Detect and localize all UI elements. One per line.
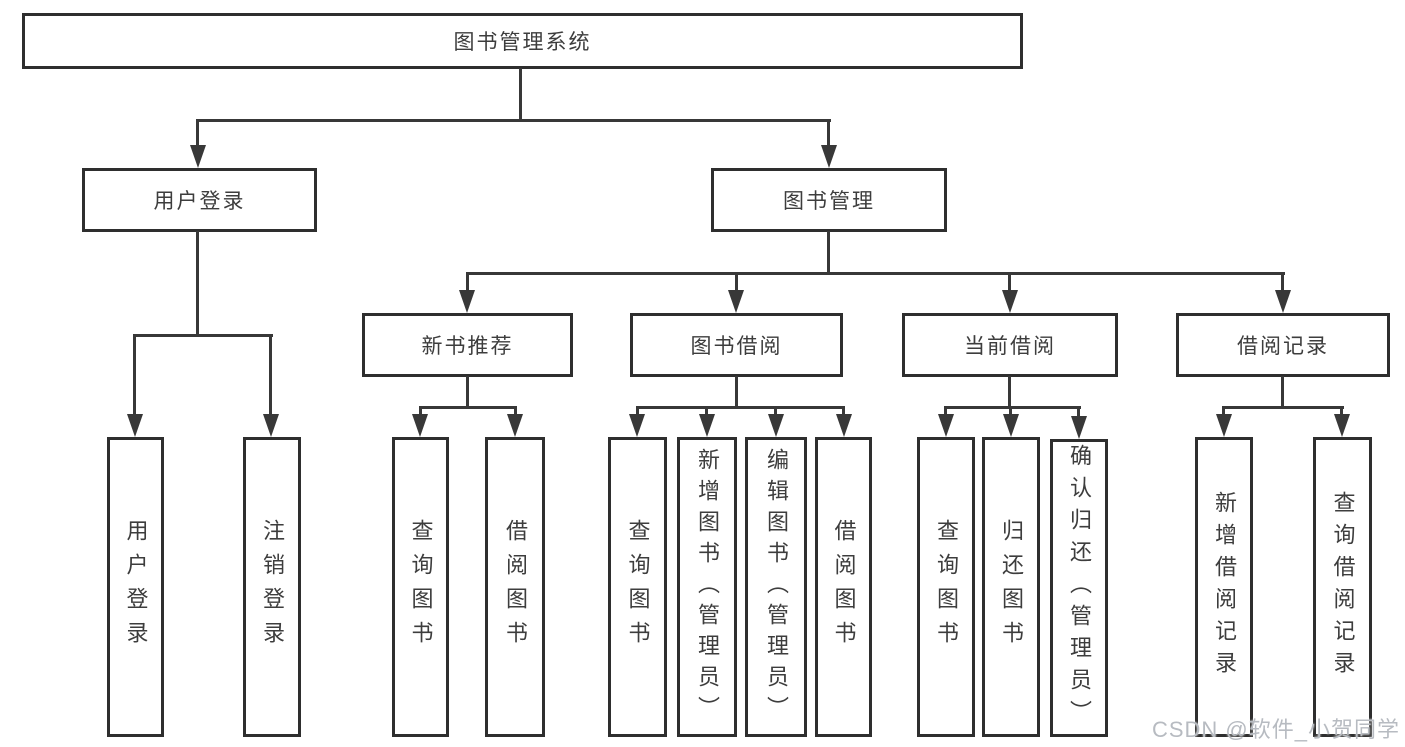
arrow-down-icon: [1275, 290, 1291, 313]
leaf-add-borrow-record: 新增借阅记录: [1195, 437, 1253, 737]
connector-line: [1008, 272, 1011, 294]
leaf-confirm-return-admin: 确认归还（管理员）: [1050, 439, 1108, 737]
arrow-down-icon: [1334, 414, 1350, 437]
leaf-borrow-books: 借阅图书: [815, 437, 872, 737]
connector-line: [269, 334, 272, 416]
arrow-down-icon: [263, 414, 279, 437]
arrow-down-icon: [1071, 416, 1087, 439]
node-borrowing-records: 借阅记录: [1176, 313, 1390, 377]
node-label: 借阅记录: [1237, 335, 1329, 358]
leaf-label: 查询图书: [934, 519, 959, 655]
connector-line: [419, 406, 422, 416]
arrow-down-icon: [699, 414, 715, 437]
leaf-label: 查询图书: [625, 519, 651, 655]
connector-line: [1077, 406, 1080, 418]
connector-line: [1281, 272, 1284, 294]
connector-line: [1009, 406, 1012, 416]
leaf-label: 新增图书（管理员）: [695, 447, 720, 727]
leaf-borrow-books-recommend: 借阅图书: [485, 437, 545, 737]
arrow-down-icon: [1003, 414, 1019, 437]
node-book-management: 图书管理: [711, 168, 947, 232]
connector-line: [196, 119, 831, 122]
node-label: 当前借阅: [964, 335, 1056, 358]
connector-line: [196, 119, 199, 147]
leaf-label: 借阅图书: [503, 519, 528, 655]
connector-line: [1008, 376, 1011, 409]
arrow-down-icon: [768, 414, 784, 437]
node-new-book-recommend: 新书推荐: [362, 313, 573, 377]
connector-line: [636, 406, 845, 409]
connector-line: [133, 334, 136, 416]
connector-line: [1222, 406, 1225, 416]
leaf-label: 用户登录: [123, 519, 149, 655]
connector-line: [827, 231, 830, 275]
connector-line: [944, 406, 1081, 409]
connector-line: [705, 406, 708, 416]
node-label: 新书推荐: [421, 335, 514, 358]
node-label: 图书管理: [783, 190, 875, 213]
connector-line: [196, 231, 199, 337]
connector-line: [944, 406, 947, 416]
node-library-management-system: 图书管理系统: [22, 13, 1023, 69]
connector-line: [466, 376, 469, 409]
connector-line: [133, 334, 273, 337]
node-label: 图书管理系统: [453, 31, 592, 54]
leaf-edit-book-admin: 编辑图书（管理员）: [745, 437, 807, 737]
connector-line: [827, 119, 830, 147]
arrow-down-icon: [728, 290, 744, 313]
arrow-down-icon: [459, 290, 475, 313]
leaf-label: 确认归还（管理员）: [1067, 444, 1092, 732]
leaf-label: 注销登录: [260, 519, 285, 655]
arrow-down-icon: [190, 145, 206, 168]
arrow-down-icon: [507, 414, 523, 437]
connector-line: [774, 406, 777, 416]
arrow-down-icon: [127, 414, 143, 437]
connector-line: [1281, 376, 1284, 409]
connector-line: [514, 406, 517, 416]
arrow-down-icon: [412, 414, 428, 437]
leaf-label: 归还图书: [999, 519, 1024, 655]
node-book-borrowing: 图书借阅: [630, 313, 843, 377]
node-label: 用户登录: [153, 190, 246, 213]
leaf-query-borrow-record: 查询借阅记录: [1313, 437, 1372, 737]
connector-line: [735, 272, 738, 294]
leaf-label: 查询借阅记录: [1330, 491, 1356, 683]
node-current-borrowing: 当前借阅: [902, 313, 1118, 377]
node-label: 图书借阅: [690, 335, 783, 358]
connector-line: [419, 406, 517, 409]
connector-line: [519, 68, 522, 121]
connector-line: [466, 272, 1285, 275]
arrow-down-icon: [938, 414, 954, 437]
csdn-watermark: CSDN @软件_小贺同学: [1151, 717, 1400, 742]
leaf-query-books-recommend: 查询图书: [392, 437, 449, 737]
arrow-down-icon: [821, 145, 837, 168]
leaf-return-books: 归还图书: [982, 437, 1040, 737]
leaf-query-books-current: 查询图书: [917, 437, 975, 737]
arrow-down-icon: [1216, 414, 1232, 437]
leaf-query-books-borrowing: 查询图书: [608, 437, 667, 737]
leaf-add-book-admin: 新增图书（管理员）: [677, 437, 737, 737]
leaf-label: 借阅图书: [831, 519, 857, 655]
connector-line: [466, 272, 469, 294]
leaf-logout: 注销登录: [243, 437, 301, 737]
arrow-down-icon: [1002, 290, 1018, 313]
leaf-label: 新增借阅记录: [1212, 491, 1237, 683]
connector-line: [735, 376, 738, 409]
connector-line: [842, 406, 845, 416]
connector-line: [1340, 406, 1343, 416]
arrow-down-icon: [629, 414, 645, 437]
connector-line: [1222, 406, 1344, 409]
leaf-label: 查询图书: [408, 519, 434, 655]
node-user-login: 用户登录: [82, 168, 317, 232]
arrow-down-icon: [836, 414, 852, 437]
connector-line: [636, 406, 639, 416]
leaf-user-login: 用户登录: [107, 437, 164, 737]
leaf-label: 编辑图书（管理员）: [764, 447, 789, 727]
